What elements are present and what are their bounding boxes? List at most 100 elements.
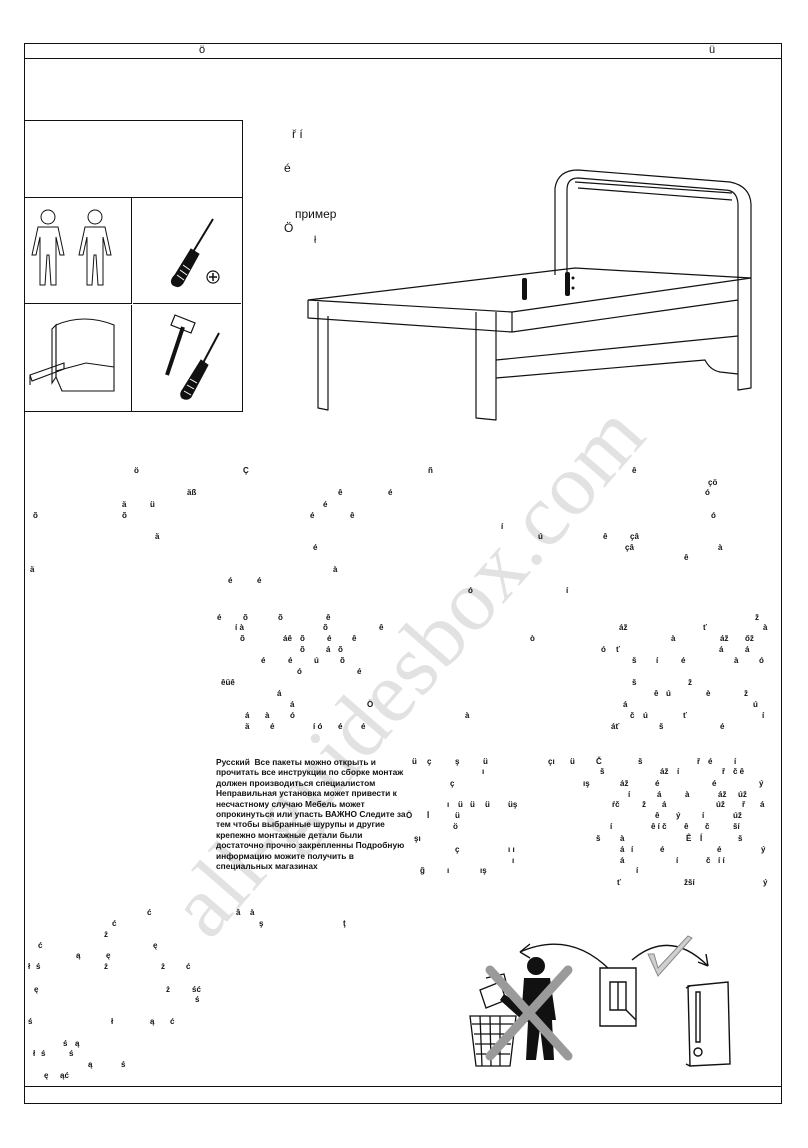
scatter-glyph: š: [632, 678, 637, 687]
scatter-glyph: ê: [632, 466, 637, 475]
scatter-glyph: ś: [41, 1049, 46, 1058]
scatter-glyph: õ: [243, 613, 248, 622]
recycling-illustration: [469, 935, 731, 1067]
scatter-glyph: é: [313, 543, 318, 552]
two-persons-cell: [24, 197, 132, 304]
scatter-glyph: á: [760, 800, 765, 809]
scatter-glyph: õ: [323, 623, 328, 632]
scatter-glyph: ê: [338, 488, 343, 497]
scatter-glyph: à: [333, 565, 338, 574]
scatter-glyph: áž: [620, 779, 629, 788]
scatter-glyph: č ê: [733, 767, 745, 776]
scatter-glyph: ř: [697, 757, 701, 766]
scatter-glyph: ć: [147, 908, 152, 917]
scatter-glyph: ğ: [420, 866, 425, 875]
scatter-glyph: í: [636, 866, 639, 875]
legend-line-5: ł: [314, 235, 317, 246]
scatter-glyph: ą: [76, 951, 81, 960]
scatter-glyph: é: [388, 488, 393, 497]
scatter-glyph: őž: [745, 634, 754, 643]
scatter-glyph: ış: [480, 866, 487, 875]
scatter-glyph: ö: [134, 466, 139, 475]
header-right-glyph: ü: [709, 44, 716, 56]
scatter-glyph: ć: [186, 962, 191, 971]
scatter-glyph: ú: [643, 711, 648, 720]
scatter-glyph: š: [632, 656, 637, 665]
tape-measure-icon: [29, 318, 115, 392]
scatter-glyph: ò: [530, 634, 535, 643]
scatter-glyph: ê: [684, 822, 689, 831]
scatter-glyph: é: [720, 722, 725, 731]
scatter-glyph: é: [261, 656, 266, 665]
scatter-glyph: úž: [716, 800, 725, 809]
scatter-glyph: š: [596, 834, 601, 843]
scatter-glyph: á: [326, 645, 331, 654]
scatter-glyph: õ: [278, 613, 283, 622]
scatter-glyph: í: [656, 656, 659, 665]
instructions-body: Все пакеты можно открыть и прочитать все…: [216, 757, 406, 872]
scatter-glyph: ž: [688, 678, 692, 687]
scatter-glyph: õ: [33, 511, 38, 520]
scatter-glyph: ç: [427, 757, 432, 766]
scatter-glyph: õ: [340, 656, 345, 665]
scatter-glyph: ü: [483, 757, 488, 766]
scatter-glyph: çı: [548, 757, 555, 766]
hammer-and-screwdriver-icon: [165, 314, 220, 400]
scatter-glyph: ą: [150, 1017, 155, 1026]
scatter-glyph: á: [620, 845, 625, 854]
scatter-glyph: ú: [753, 700, 758, 709]
scatter-glyph: ž: [755, 613, 759, 622]
scatter-glyph: õ: [122, 511, 127, 520]
scatter-glyph: à: [671, 634, 676, 643]
scatter-glyph: ê: [352, 634, 357, 643]
scatter-glyph: š: [659, 722, 664, 731]
scatter-glyph: è: [706, 689, 711, 698]
scatter-glyph: é: [717, 845, 722, 854]
scatter-glyph: ş: [259, 919, 264, 928]
scatter-glyph: êüê: [221, 678, 235, 687]
scatter-glyph: ą: [75, 1039, 80, 1048]
scatter-glyph: é: [681, 656, 686, 665]
scatter-glyph: õ: [240, 634, 245, 643]
scatter-glyph: é: [257, 576, 262, 585]
scatter-glyph: ł: [111, 1017, 114, 1026]
scatter-glyph: ó: [711, 511, 716, 520]
scatter-glyph: ł: [28, 962, 31, 971]
scatter-glyph: í í: [718, 856, 725, 865]
tape-measure-cell: [24, 305, 132, 412]
scatter-glyph: í: [734, 757, 737, 766]
scatter-glyph: á: [657, 790, 662, 799]
scatter-glyph: ł: [33, 1049, 36, 1058]
language-label: Русский: [216, 757, 250, 767]
scatter-glyph: ñ: [428, 466, 433, 475]
hammer-screwdriver-cell: [133, 305, 241, 412]
scatter-glyph: ış: [583, 779, 590, 788]
scatter-glyph: ó: [601, 645, 606, 654]
scatter-glyph: í à: [235, 623, 244, 632]
scatter-glyph: ê: [326, 613, 331, 622]
scatter-glyph: ç: [455, 845, 460, 854]
scatter-glyph: ć: [38, 941, 43, 950]
scatter-glyph: ś: [36, 962, 41, 971]
russian-instructions: Русский Все пакеты можно открыть и прочи…: [216, 757, 412, 871]
scatter-glyph: ê: [655, 811, 660, 820]
scatter-glyph: í: [610, 822, 613, 831]
scatter-glyph: á: [620, 856, 625, 865]
scatter-glyph: ş: [455, 757, 460, 766]
scatter-glyph: áž: [660, 767, 669, 776]
scatter-glyph: í: [566, 586, 569, 595]
scatter-glyph: ť: [617, 878, 621, 887]
scatter-glyph: ś: [195, 995, 200, 1004]
scatter-glyph: ý: [761, 845, 766, 854]
scatter-glyph: á: [745, 645, 750, 654]
scatter-glyph: é: [323, 500, 328, 509]
scatter-glyph: ú: [538, 532, 543, 541]
scatter-glyph: â: [236, 908, 241, 917]
scatter-glyph: ó: [759, 656, 764, 665]
scatter-glyph: Č: [596, 757, 602, 766]
scatter-glyph: é: [288, 656, 293, 665]
scatter-glyph: áê: [283, 634, 292, 643]
scatter-glyph: õ: [300, 645, 305, 654]
scatter-glyph: ü: [485, 800, 490, 809]
scatter-glyph: ý: [763, 878, 768, 887]
